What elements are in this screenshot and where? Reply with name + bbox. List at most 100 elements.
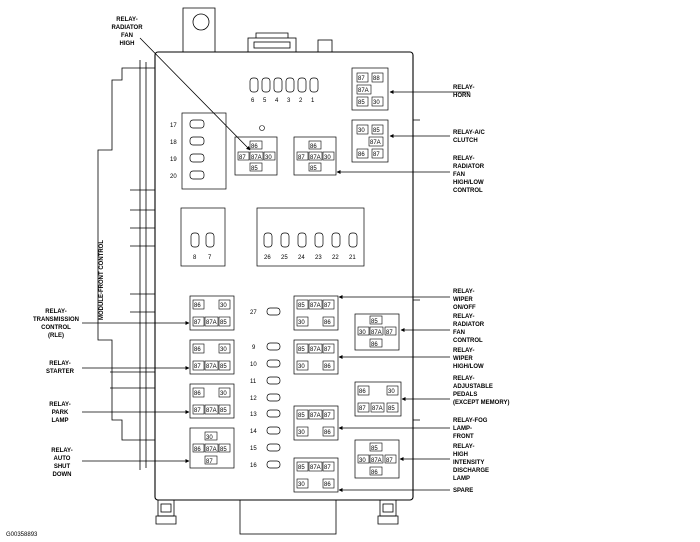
svg-text:FRONT: FRONT	[453, 434, 474, 440]
top-fuse-row	[249, 77, 319, 93]
relay-radiator-fan-control: 85 30 87A 87 86	[354, 313, 400, 351]
svg-text:85: 85	[298, 413, 305, 419]
svg-text:86: 86	[358, 152, 365, 158]
fuse-number: 7	[208, 255, 212, 261]
svg-text:30: 30	[298, 320, 305, 326]
svg-text:85: 85	[298, 303, 305, 309]
svg-text:RELAY-: RELAY-	[49, 361, 70, 367]
top-fuse-numbers: 6 5 4 3 2 1	[251, 98, 315, 104]
svg-text:86: 86	[359, 389, 366, 395]
relay-starter: 86 30 87 87A 85	[189, 339, 235, 375]
svg-text:RELAY-: RELAY-	[45, 309, 66, 315]
svg-text:RADIATOR: RADIATOR	[453, 164, 485, 170]
fuse-number: 5	[263, 98, 267, 104]
svg-text:87: 87	[386, 330, 393, 336]
svg-text:87A: 87A	[370, 140, 381, 146]
svg-text:RELAY-: RELAY-	[49, 402, 70, 408]
relay-wiper-highlow: 85 87A 87 30 86	[293, 339, 339, 375]
svg-text:85: 85	[358, 100, 365, 106]
callout-park-lamp: RELAY- PARK LAMP	[49, 402, 70, 424]
svg-text:RELAY-A/C: RELAY-A/C	[453, 130, 485, 136]
fuse-block-26-21	[256, 207, 365, 267]
svg-text:88: 88	[373, 76, 380, 82]
svg-text:86: 86	[194, 347, 201, 353]
svg-text:87A: 87A	[206, 364, 217, 370]
svg-text:CONTROL: CONTROL	[453, 188, 483, 194]
svg-text:87A: 87A	[310, 303, 321, 309]
callout-hid-lamp: RELAY- HIGH INTENSITY DISCHARGE LAMP	[453, 444, 489, 482]
svg-text:RELAY-FOG: RELAY-FOG	[453, 418, 488, 424]
fuse-number: 3	[287, 98, 291, 104]
svg-text:85: 85	[220, 320, 227, 326]
svg-text:87: 87	[386, 458, 393, 464]
fuse-number: 13	[250, 412, 257, 418]
svg-text:WIPER: WIPER	[453, 356, 473, 362]
svg-text:87: 87	[194, 320, 201, 326]
svg-text:86: 86	[251, 144, 258, 150]
svg-text:87A: 87A	[310, 347, 321, 353]
callout-adjustable-pedals: RELAY- ADJUSTABLE PEDALS (EXCEPT MEMORY)	[453, 376, 509, 406]
fuse-number: 21	[349, 255, 356, 261]
svg-text:DOWN: DOWN	[53, 472, 72, 478]
svg-text:87: 87	[239, 155, 246, 161]
fuse-number: 25	[281, 255, 288, 261]
svg-text:(EXCEPT MEMORY): (EXCEPT MEMORY)	[453, 400, 509, 406]
figure-code: G00358893	[6, 532, 38, 538]
svg-text:RADIATOR: RADIATOR	[111, 25, 143, 31]
svg-text:30: 30	[220, 303, 227, 309]
leader-lines	[82, 37, 470, 492]
relay-transmission-control: 86 30 87 87A 85	[189, 295, 235, 331]
fuse-number: 26	[264, 255, 271, 261]
svg-text:CONTROL: CONTROL	[41, 325, 71, 331]
svg-text:DISCHARGE: DISCHARGE	[453, 468, 489, 474]
svg-text:INTENSITY: INTENSITY	[453, 460, 484, 466]
svg-text:30: 30	[388, 389, 395, 395]
svg-text:85: 85	[373, 128, 380, 134]
svg-text:87: 87	[298, 155, 305, 161]
svg-text:85: 85	[371, 446, 378, 452]
svg-text:30: 30	[359, 458, 366, 464]
callout-horn: RELAY- HORN	[453, 85, 474, 99]
svg-text:85: 85	[298, 347, 305, 353]
svg-text:HIGH/LOW: HIGH/LOW	[453, 180, 484, 186]
relay-auto-shut-down: 30 86 87A 85 87	[189, 427, 235, 469]
svg-text:86: 86	[194, 447, 201, 453]
relay-fog-lamp-front: 85 87A 87 30 86	[293, 405, 339, 441]
callout-auto-shut-down: RELAY- AUTO SHUT DOWN	[51, 448, 72, 478]
fuse-number: 15	[250, 446, 257, 452]
svg-text:30: 30	[298, 482, 305, 488]
svg-text:86: 86	[371, 342, 378, 348]
relay-wiper-onoff: 85 87A 87 30 86	[293, 295, 339, 331]
svg-text:87: 87	[324, 465, 331, 471]
fuse-number: 9	[252, 345, 256, 351]
svg-text:87: 87	[373, 152, 380, 158]
fuse-number: 4	[275, 98, 279, 104]
module-housing	[97, 7, 420, 535]
svg-text:85: 85	[220, 408, 227, 414]
svg-text:RELAY-: RELAY-	[453, 376, 474, 382]
relay-horn: 87 88 87A 85 30	[351, 67, 389, 111]
fuse-number: 6	[251, 98, 255, 104]
svg-text:FAN: FAN	[453, 172, 465, 178]
svg-text:85: 85	[220, 447, 227, 453]
svg-text:87A: 87A	[251, 155, 262, 161]
svg-text:86: 86	[310, 144, 317, 150]
callout-spare: SPARE	[453, 488, 473, 494]
svg-text:RELAY-: RELAY-	[453, 156, 474, 162]
svg-text:87: 87	[358, 76, 365, 82]
center-fuse-slots	[266, 307, 281, 469]
svg-text:RELAY-: RELAY-	[51, 448, 72, 454]
svg-text:RELAY-: RELAY-	[453, 314, 474, 320]
locator-icon	[259, 125, 265, 131]
svg-text:86: 86	[324, 430, 331, 436]
svg-text:86: 86	[371, 470, 378, 476]
svg-text:LAMP-: LAMP-	[453, 426, 472, 432]
callout-ac-clutch: RELAY-A/C CLUTCH	[453, 130, 485, 144]
relay-ac-clutch: 30 85 87A 86 87	[351, 119, 389, 163]
svg-text:CLUTCH: CLUTCH	[453, 138, 478, 144]
svg-text:SPARE: SPARE	[453, 488, 473, 494]
relay-hid-lamp: 85 30 87A 87 86	[354, 439, 400, 479]
svg-text:RELAY-: RELAY-	[116, 17, 137, 23]
fuse-number: 24	[298, 255, 305, 261]
